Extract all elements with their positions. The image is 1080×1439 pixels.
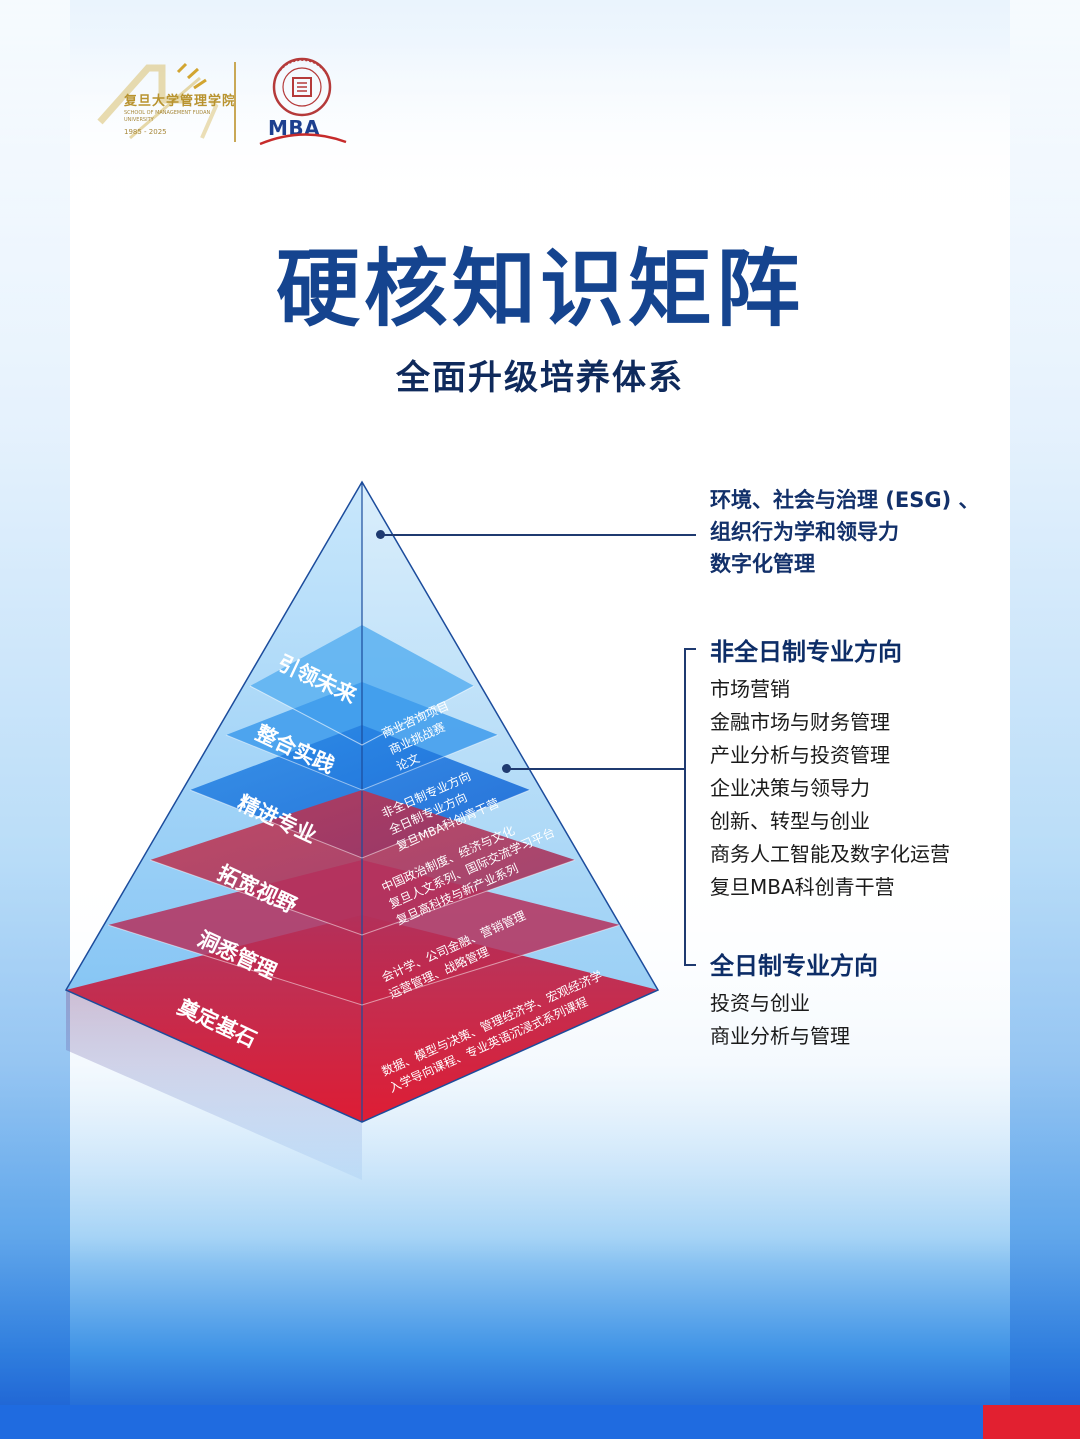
apex-connector-line (382, 534, 696, 536)
apex-connector-dot (376, 530, 385, 539)
pyramid-shadow-left (66, 990, 362, 1180)
top-topic-item: 组织行为学和领导力 (710, 520, 899, 544)
specialty-connector-dot (502, 764, 511, 773)
anniversary-40-mark-icon (97, 62, 219, 140)
mba-swoosh-icon (259, 133, 347, 146)
bracket-tick-top (684, 648, 696, 650)
fudan-seal-icon (272, 57, 332, 117)
part-time-item: 企业决策与领导力 (710, 776, 870, 800)
bottom-color-bar (0, 1405, 1080, 1439)
full-time-item: 投资与创业 (710, 991, 810, 1015)
top-topics: 环境、社会与治理 (ESG) 、 组织行为学和领导力 数字化管理 (710, 484, 980, 580)
anniversary-years: 1985 - 2025 (124, 128, 167, 136)
part-time-heading: 非全日制专业方向 (710, 638, 902, 666)
top-topic-item: 数字化管理 (710, 552, 815, 576)
logo-divider (234, 62, 236, 142)
school-logo: 复旦大学管理学院 SCHOOL OF MANAGEMENT FUDAN UNIV… (90, 60, 360, 150)
right-gradient-strip (1010, 0, 1080, 1439)
part-time-item: 市场营销 (710, 677, 790, 701)
full-time-item: 商业分析与管理 (710, 1024, 850, 1048)
full-time-heading: 全日制专业方向 (710, 952, 878, 980)
page-subtitle: 全面升级培养体系 (396, 358, 684, 398)
part-time-item: 创新、转型与创业 (710, 809, 870, 833)
full-time-directions: 全日制专业方向 投资与创业 商业分析与管理 (710, 946, 878, 1053)
page-title: 硬核知识矩阵 (275, 240, 804, 338)
school-english-name: SCHOOL OF MANAGEMENT FUDAN UNIVERSITY (124, 110, 211, 123)
part-time-item: 复旦MBA科创青干营 (710, 875, 895, 899)
school-name: 复旦大学管理学院 (124, 94, 237, 109)
left-gradient-strip (0, 0, 70, 1439)
specialty-connector-line (508, 768, 686, 770)
direction-bracket (684, 648, 686, 966)
part-time-item: 金融市场与财务管理 (710, 710, 890, 734)
bracket-tick-bottom (684, 964, 696, 966)
top-topic-item: 环境、社会与治理 (ESG) 、 (710, 488, 980, 512)
part-time-directions: 非全日制专业方向 市场营销 金融市场与财务管理 产业分析与投资管理 企业决策与领… (710, 632, 950, 904)
part-time-item: 产业分析与投资管理 (710, 743, 890, 767)
part-time-item: 商务人工智能及数字化运营 (710, 842, 950, 866)
